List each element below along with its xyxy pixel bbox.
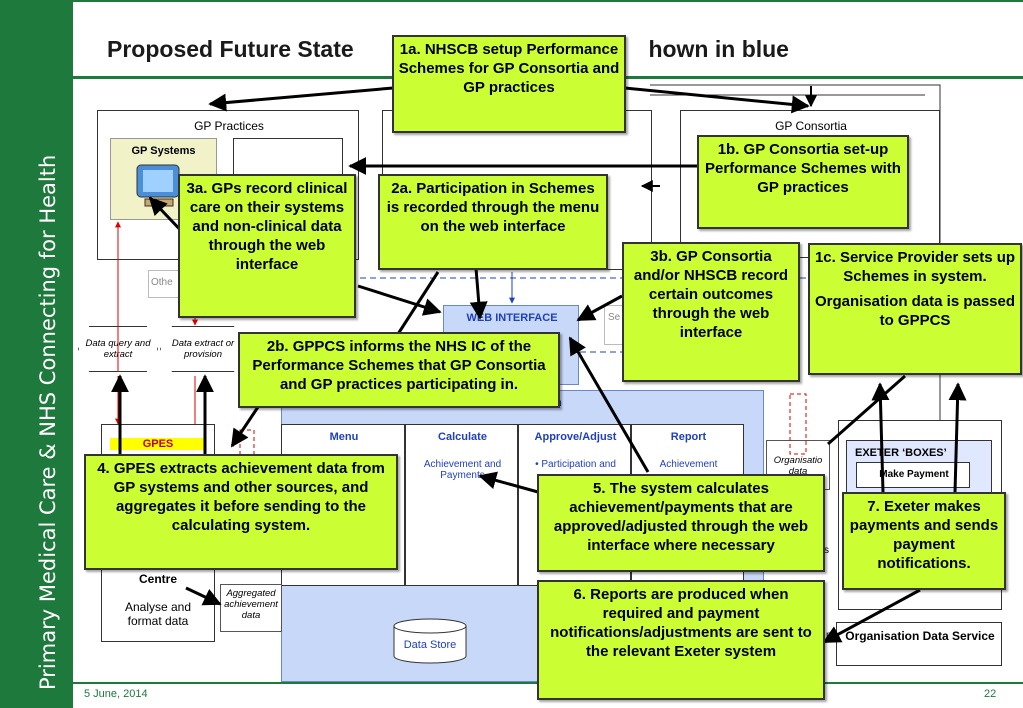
slide-title-left: Proposed Future State — [107, 36, 354, 62]
gp-consortia-label: GP Consortia — [775, 119, 847, 133]
callout-2b: 2b. GPPCS informs the NHS IC of the Perf… — [238, 332, 560, 408]
aggregated-label: Aggregated achievement data — [224, 588, 278, 621]
gp-practices-label: GP Practices — [194, 119, 264, 133]
org-data-service-label: Organisation Data Service — [845, 629, 995, 643]
callout-2a: 2a. Participation in Schemes is recorded… — [378, 174, 608, 270]
callout-1c-line2: Organisation data is passed to GPPCS — [814, 293, 1016, 329]
callout-5: 5. The system calculates achievement/pay… — [537, 474, 825, 572]
approve-label: Approve/Adjust — [534, 431, 617, 443]
calculate-sub: Achievement and Payments — [423, 459, 502, 481]
se-box: Se — [604, 305, 624, 345]
exeter-boxes-label: EXETER ‘BOXES’ — [855, 447, 947, 459]
aggregated-data-box: Aggregated achievement data — [220, 584, 282, 632]
footer-date: 5 June, 2014 — [84, 688, 148, 700]
sidebar-band: Primary Medical Care & NHS Connecting fo… — [0, 0, 73, 708]
se-label: Se — [608, 312, 621, 323]
data-store-cylinder — [393, 618, 467, 664]
callout-3b: 3b. GP Consortia and/or NHSCB record cer… — [622, 242, 800, 382]
slide-title-right: hown in blue — [648, 36, 789, 62]
other-sources-label: Othe — [151, 277, 173, 288]
data-store-label: Data Store — [403, 639, 457, 651]
analyse-label: Analyse and format data — [124, 600, 192, 628]
callout-1a: 1a. NHSCB setup Performance Schemes for … — [392, 35, 626, 133]
gpes-label: GPES — [110, 438, 206, 450]
org-data-service-box: Organisation Data Service — [836, 622, 1002, 666]
report-label: Report — [670, 431, 707, 443]
make-payment-label: Make Payment — [879, 469, 949, 480]
top-rule — [73, 0, 1023, 2]
make-payment-box: Make Payment — [856, 462, 970, 488]
callout-1c-line1: 1c. Service Provider sets up Schemes in … — [814, 249, 1016, 285]
callout-1b: 1b. GP Consortia set-up Performance Sche… — [697, 135, 909, 229]
callout-6: 6. Reports are produced when required an… — [537, 580, 825, 700]
data-extract-label: Data extract or provision — [171, 338, 235, 360]
calculate-column: Calculate Achievement and Payments — [405, 424, 518, 586]
page-number: 22 — [984, 688, 997, 700]
approve-sub: • Participation and — [535, 459, 616, 470]
slide-title: Proposed Future State hown in blue — [107, 36, 789, 63]
menu-label: Menu — [329, 431, 359, 443]
s-fragment: s — [824, 545, 829, 556]
callout-7: 7. Exeter makes payments and sends payme… — [842, 492, 1006, 590]
org-data-fragment-label: Organisatio data — [773, 455, 823, 477]
callout-3a: 3a. GPs record clinical care on their sy… — [178, 174, 356, 318]
callout-4: 4. GPES extracts achievement data from G… — [84, 454, 398, 570]
centre-label: Centre — [138, 572, 177, 586]
callout-1c: 1c. Service Provider sets up Schemes in … — [808, 243, 1022, 375]
gp-systems-label: GP Systems — [131, 145, 196, 157]
report-sub: Achievement — [659, 459, 718, 470]
calculate-label: Calculate — [438, 431, 487, 443]
web-interface-label: WEB INTERFACE — [466, 312, 558, 324]
